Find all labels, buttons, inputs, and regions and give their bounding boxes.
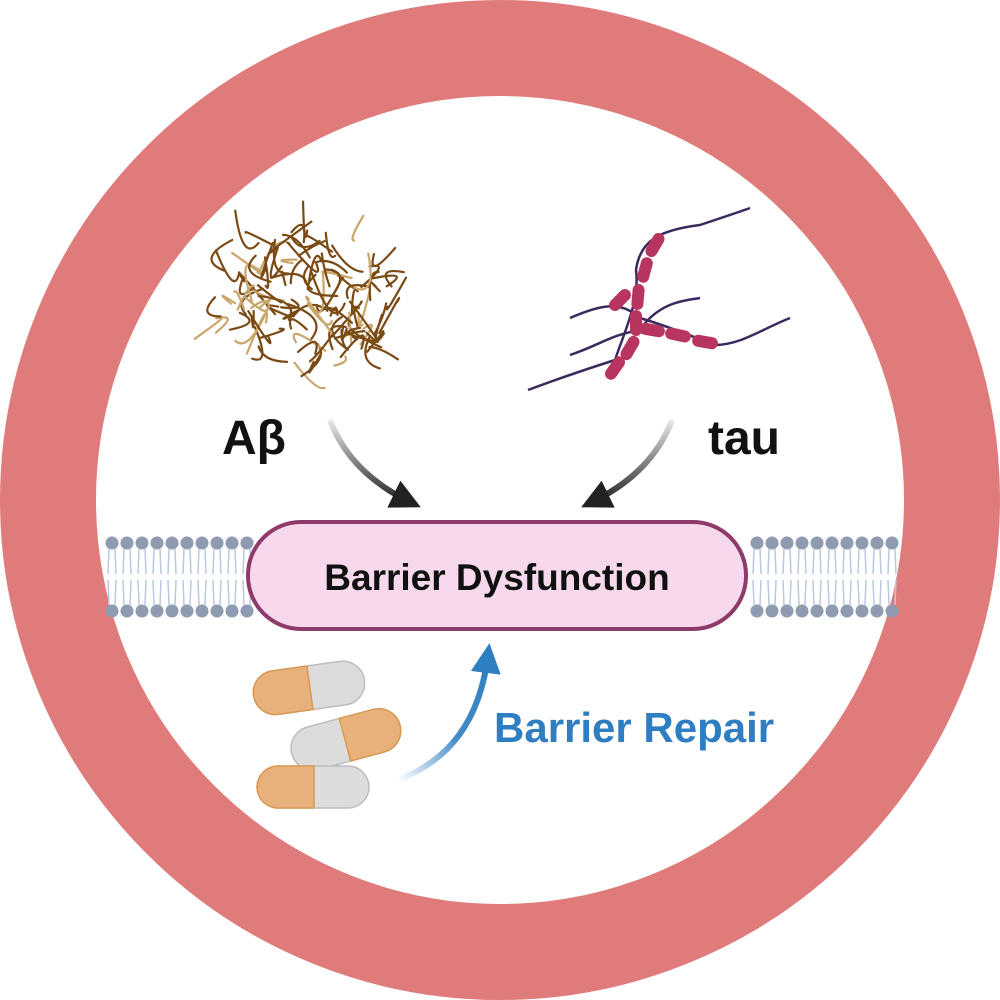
repair-arrow bbox=[396, 643, 501, 783]
abeta-label: Aβ bbox=[222, 412, 286, 465]
tau-arrow bbox=[581, 418, 675, 508]
barrier-repair-label: Barrier Repair bbox=[494, 704, 774, 751]
cell-membrane-icon bbox=[105, 536, 899, 618]
tau-tangle-icon bbox=[527, 206, 791, 392]
capsules-icon bbox=[252, 660, 402, 809]
amyloid-beta-fibrils-icon bbox=[193, 200, 408, 390]
barrier-dysfunction-label: Barrier Dysfunction bbox=[324, 557, 669, 598]
tau-label: tau bbox=[708, 412, 780, 465]
abeta-arrow bbox=[327, 418, 421, 508]
barrier-dysfunction-box bbox=[246, 520, 748, 631]
